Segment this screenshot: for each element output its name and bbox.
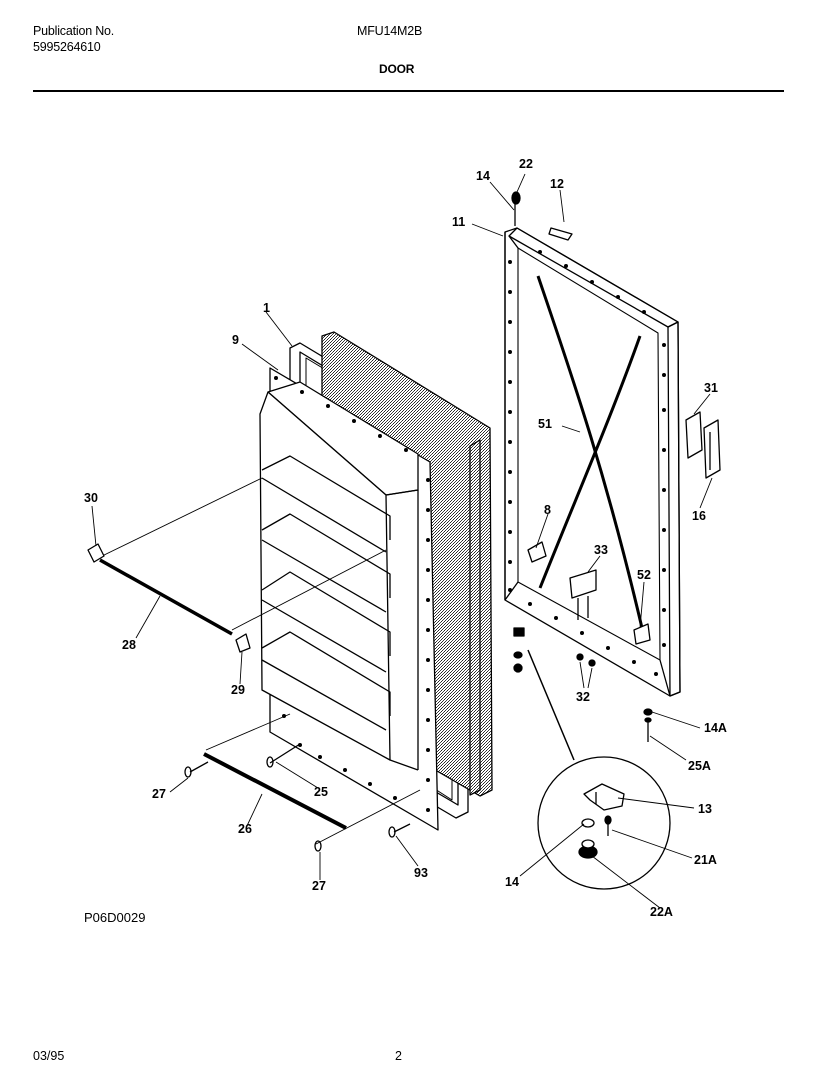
callout-9: 9 (232, 333, 239, 347)
callout-14a: 14A (704, 721, 727, 735)
callout-27-upper: 27 (152, 787, 166, 801)
callout-33: 33 (594, 543, 608, 557)
section-title: DOOR (379, 62, 415, 76)
hinge-detail-circle (527, 649, 671, 890)
callout-16: 16 (692, 509, 706, 523)
callout-8: 8 (544, 503, 551, 517)
callout-25: 25 (314, 785, 328, 799)
callout-13: 13 (698, 802, 712, 816)
model-number: MFU14M2B (357, 24, 423, 38)
callout-32: 32 (576, 690, 590, 704)
callout-14-detail: 14 (505, 875, 519, 889)
callout-29: 29 (231, 683, 245, 697)
callout-11: 11 (452, 215, 465, 229)
callout-22: 22 (519, 157, 533, 171)
top-hinge-screw (511, 191, 573, 241)
door-handle (685, 411, 721, 479)
callout-14: 14 (476, 169, 490, 183)
header-rule (33, 90, 784, 92)
callout-27-lower: 27 (312, 879, 326, 893)
callout-22a: 22A (650, 905, 673, 919)
callout-26: 26 (238, 822, 252, 836)
callout-31: 31 (704, 381, 718, 395)
callout-30: 30 (84, 491, 98, 505)
inner-door-liner (259, 367, 439, 831)
callout-25a: 25A (688, 759, 711, 773)
shelf-rail-lower (189, 713, 421, 845)
callout-93: 93 (414, 866, 428, 880)
publication-number: 5995264610 (33, 40, 101, 54)
callout-12: 12 (550, 177, 564, 191)
publication-label: Publication No. (33, 24, 115, 38)
page-number: 2 (395, 1049, 402, 1063)
callout-28: 28 (122, 638, 136, 652)
callout-21a: 21A (694, 853, 717, 867)
shelf-rail-upper (87, 477, 387, 653)
callout-52: 52 (637, 568, 651, 582)
lower-hinge-parts (513, 627, 653, 742)
callout-51: 51 (538, 417, 552, 431)
mounting-screws (184, 756, 396, 852)
callout-1: 1 (263, 301, 270, 315)
outer-door-panel (504, 227, 681, 697)
figure-code: P06D0029 (84, 910, 146, 925)
callout-leaders (91, 173, 713, 909)
footer-date: 03/95 (33, 1049, 65, 1063)
